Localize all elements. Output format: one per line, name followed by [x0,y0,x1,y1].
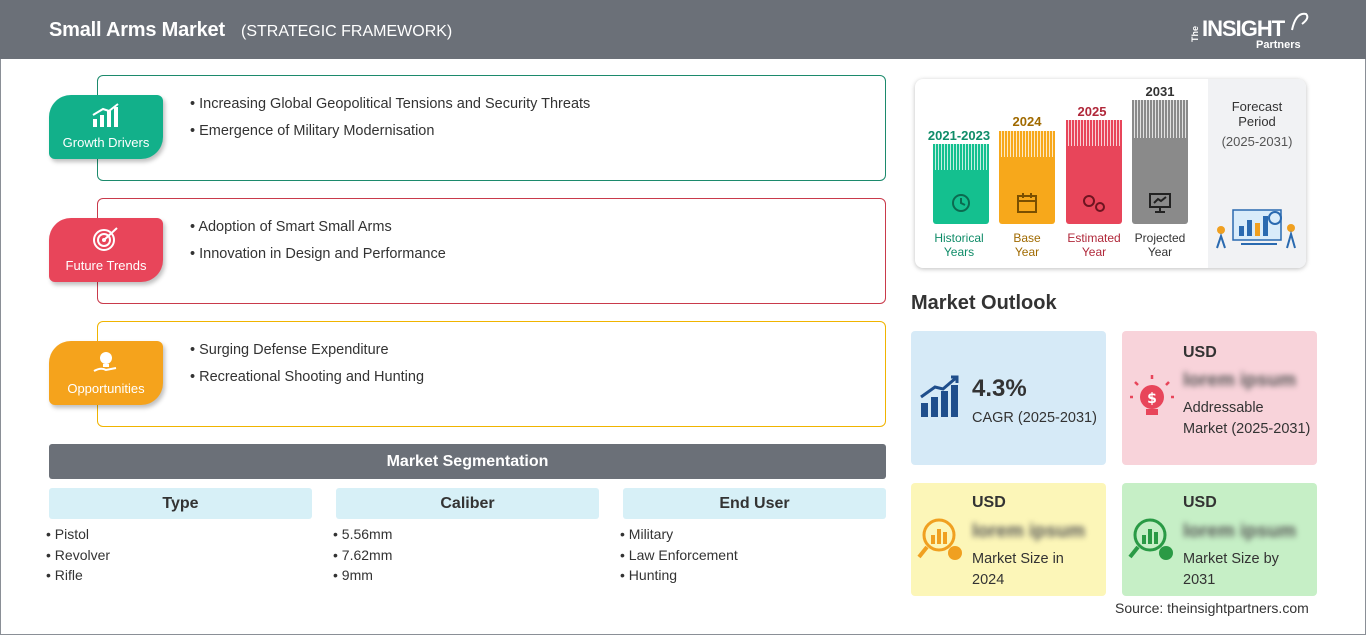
source-link[interactable]: Source: theinsightpartners.com [1115,600,1309,616]
future-trends-card: Adoption of Smart Small Arms Innovation … [97,198,886,304]
insight-partners-logo[interactable]: The INSIGHT Partners [1190,10,1310,54]
logo-partners: Partners [1256,39,1301,51]
list-item: Law Enforcement [620,547,738,568]
list-item: Adoption of Smart Small Arms [190,219,446,235]
segment-header-type: Type [49,488,312,519]
list-item: Increasing Global Geopolitical Tensions … [190,96,590,112]
period-column-base [999,131,1055,224]
gears-icon [1083,195,1105,212]
logo-the: The [1190,25,1200,42]
page-subtitle: (STRATEGIC FRAMEWORK) [241,23,453,40]
history-icon [952,194,970,212]
future-trends-label: Future Trends [65,258,147,273]
cagr-value: 4.3% [972,375,1027,402]
opportunities-badge: Opportunities [49,341,163,405]
period-label-line2: Years [943,245,975,259]
logo-swoosh-icon [1291,12,1309,31]
segmentation-title: Market Segmentation [49,444,886,479]
list-item: Pistol [46,526,110,547]
period-label-line2: Year [1147,245,1173,259]
calendar-icon [1017,193,1037,213]
lightbulb-hand-icon [93,352,117,372]
market-size-2024-label: Market Size in 2024 [972,551,1064,588]
addressable-value: lorem ipsum [1183,370,1296,391]
opportunities-label: Opportunities [67,381,145,396]
cagr-label: CAGR (2025-2031) [972,410,1097,426]
list-item: Surging Defense Expenditure [190,342,424,358]
header-bar: Small Arms Market (STRATEGIC FRAMEWORK) … [0,0,1366,59]
usd-label: USD [972,494,1006,511]
list-item: Recreational Shooting and Hunting [190,369,424,385]
market-size-2024-box: USD lorem ipsum Market Size in 2024 [911,483,1106,596]
period-column-projected [1132,100,1188,224]
period-label-line2: Year [1014,245,1040,259]
market-size-2031-label: Market Size by 2031 [1183,551,1279,588]
growth-drivers-list: Increasing Global Geopolitical Tensions … [190,96,590,150]
list-item: Emergence of Military Modernisation [190,123,590,139]
period-label-line1: Estimated [1067,231,1121,245]
target-icon [93,227,118,251]
segment-header-end-user: End User [623,488,886,519]
growth-chart-icon [920,375,959,417]
lightbulb-dollar-icon: $ [1130,375,1174,415]
addressable-market-box: $ USD lorem ipsum Addressable Market (20… [1122,331,1317,465]
period-label-line1: Projected [1134,231,1186,245]
segment-list-caliber: 5.56mm 7.62mm 9mm [333,526,393,588]
period-year-estimated: 2025 [1077,104,1107,119]
list-item: 9mm [333,567,392,588]
growth-drivers-label: Growth Drivers [62,135,150,150]
period-column-estimated [1066,120,1122,224]
addressable-label: Addressable Market (2025-2031) [1183,400,1311,437]
list-item: 7.62mm [333,547,393,568]
period-label-line1: Historical [934,231,984,245]
market-outlook-title: Market Outlook [911,292,1057,314]
segment-header-caliber: Caliber [336,488,599,519]
page-title: Small Arms Market [49,19,225,41]
usd-label: USD [1183,344,1217,361]
list-item: 5.56mm [333,526,393,547]
presentation-icon [1149,193,1171,213]
period-label-line2: Year [1081,245,1107,259]
forecast-line2: Period [1238,114,1276,129]
analytics-people-icon [1216,209,1296,249]
usd-label: USD [1183,494,1217,511]
future-trends-badge: Future Trends [49,218,163,282]
period-year-historical: 2021-2023 [927,128,991,143]
magnifier-chart-icon [917,518,962,560]
svg-text:$: $ [1147,391,1157,407]
list-item: Innovation in Design and Performance [190,246,446,262]
cagr-box: 4.3% CAGR (2025-2031) [911,331,1106,465]
period-year-projected: 2031 [1145,84,1175,99]
forecast-range: (2025-2031) [1221,134,1293,149]
forecast-line1: Forecast [1231,99,1283,114]
forecast-period-label: Forecast Period (2025-2031) [1215,99,1299,155]
logo-insight: INSIGHT [1202,16,1285,41]
list-item: Rifle [46,567,110,588]
segment-list-type: Pistol Revolver Rifle [46,526,110,588]
period-year-base: 2024 [1012,114,1042,129]
growth-drivers-card: Increasing Global Geopolitical Tensions … [97,75,886,181]
magnifier-chart-icon [1128,518,1173,560]
market-size-2031-value: lorem ipsum [1183,521,1296,542]
future-trends-list: Adoption of Smart Small Arms Innovation … [190,219,446,273]
period-label-line1: Base [1013,231,1041,245]
growth-drivers-badge: Growth Drivers [49,95,163,159]
opportunities-card: Surging Defense Expenditure Recreational… [97,321,886,427]
segment-list-end-user: Military Law Enforcement Hunting [620,526,738,588]
growth-chart-icon [92,103,119,127]
market-size-2031-box: USD lorem ipsum Market Size by 2031 [1122,483,1317,596]
list-item: Revolver [46,547,110,568]
opportunities-list: Surging Defense Expenditure Recreational… [190,342,424,396]
list-item: Military [620,526,738,547]
list-item: Hunting [620,567,738,588]
market-size-2024-value: lorem ipsum [972,521,1085,542]
period-column-historical [933,144,989,224]
